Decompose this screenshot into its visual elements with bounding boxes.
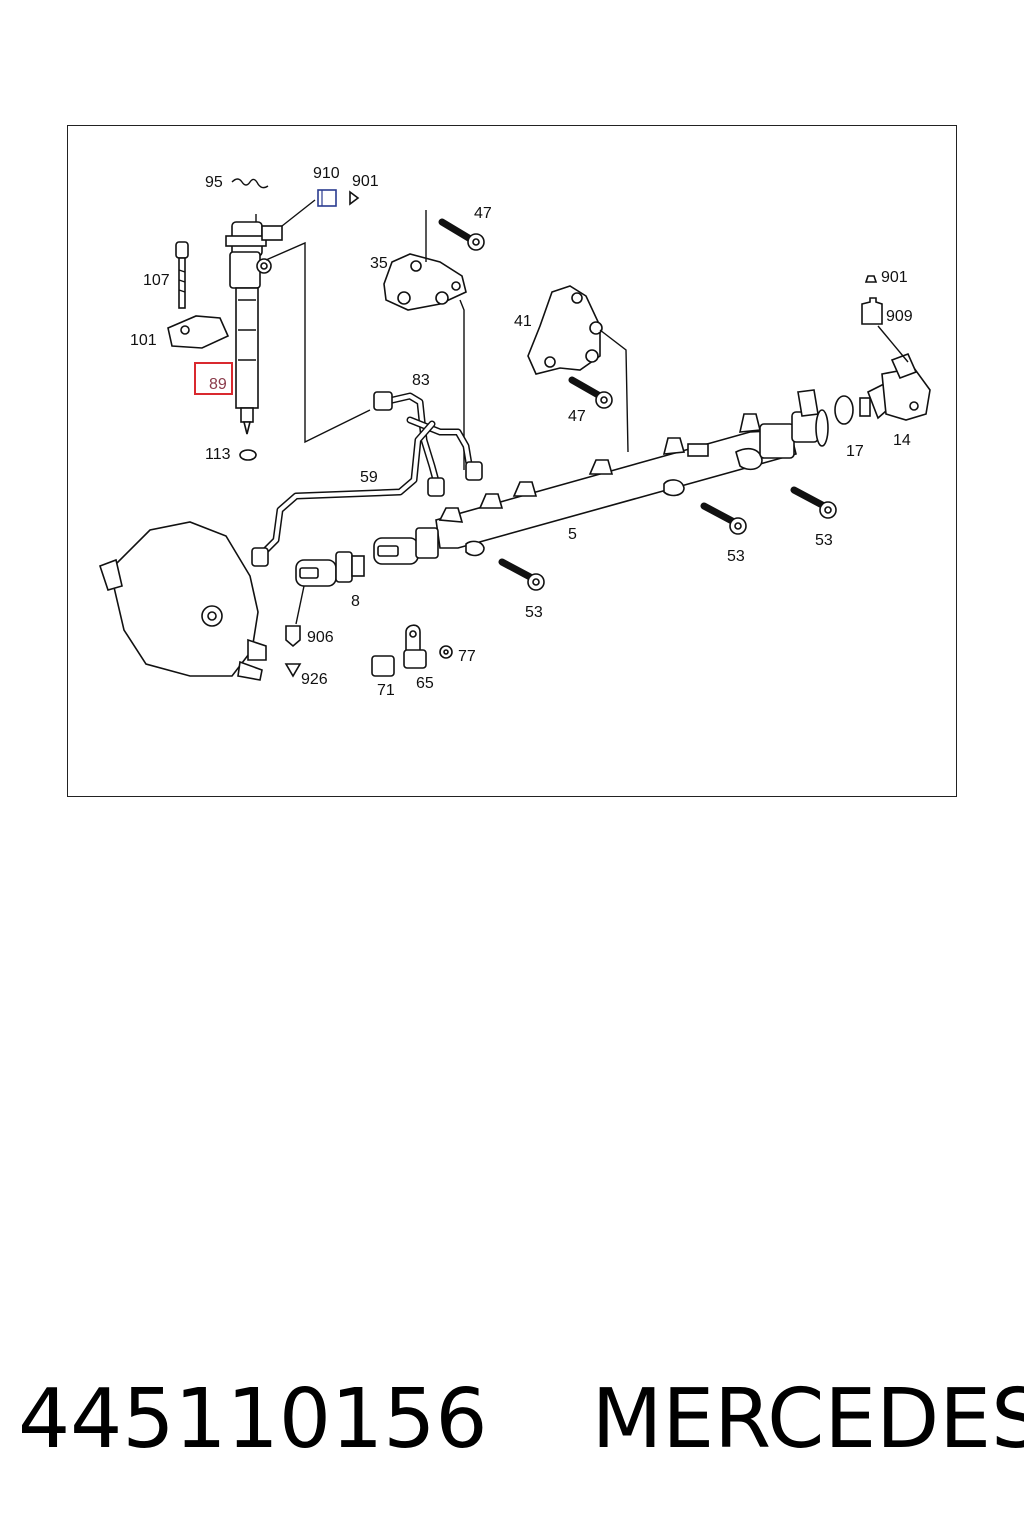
callout-47-lower[interactable]: 47: [568, 408, 586, 425]
callout-53-right[interactable]: 53: [815, 532, 833, 549]
callout-101[interactable]: 101: [130, 332, 157, 349]
callout-77[interactable]: 77: [458, 648, 476, 665]
diagram-frame: [67, 125, 957, 797]
bolt-53-a-part[interactable]: [498, 558, 545, 591]
callout-901-right[interactable]: 901: [881, 269, 908, 286]
callout-107[interactable]: 107: [143, 272, 170, 289]
callout-83[interactable]: 83: [412, 372, 430, 389]
footer-caption: 445110156 MERCEDES: [18, 1370, 1024, 1470]
bracket-41-part[interactable]: [527, 285, 603, 375]
part-number: 445110156: [18, 1372, 488, 1467]
callout-53-left[interactable]: 53: [525, 604, 543, 621]
bolt-47-upper-part[interactable]: [438, 218, 485, 251]
washer-113-part[interactable]: [239, 449, 257, 461]
pipe-59-part[interactable]: [251, 420, 436, 567]
callout-65[interactable]: 65: [416, 675, 434, 692]
sensor-8-part[interactable]: [295, 551, 365, 587]
seal-901-icon[interactable]: [349, 190, 360, 206]
callout-59[interactable]: 59: [360, 469, 378, 486]
highlight-box-89[interactable]: [194, 362, 233, 395]
oring-17-part[interactable]: [834, 395, 854, 425]
callout-14[interactable]: 14: [893, 432, 911, 449]
pressure-valve-14-part[interactable]: [859, 352, 931, 421]
cap-909-icon[interactable]: [861, 297, 883, 325]
callout-909[interactable]: 909: [886, 308, 913, 325]
callout-5[interactable]: 5: [568, 526, 577, 543]
bolt-47-lower-part[interactable]: [568, 376, 613, 409]
callout-17[interactable]: 17: [846, 443, 864, 460]
callout-901-top[interactable]: 901: [352, 173, 379, 190]
clip-65-part[interactable]: [403, 624, 427, 669]
high-pressure-pump-part[interactable]: [98, 521, 267, 681]
callout-910[interactable]: 910: [313, 165, 340, 182]
callout-53-middle[interactable]: 53: [727, 548, 745, 565]
callout-95[interactable]: 95: [205, 174, 223, 191]
callout-906[interactable]: 906: [307, 629, 334, 646]
nut-77-part[interactable]: [439, 645, 453, 659]
cap-910-icon[interactable]: [317, 189, 337, 207]
callout-8[interactable]: 8: [351, 593, 360, 610]
brand-name: MERCEDES: [591, 1372, 1024, 1467]
sleeve-71-part[interactable]: [371, 655, 395, 677]
callout-41[interactable]: 41: [514, 313, 532, 330]
seal-901-upper-icon[interactable]: [864, 275, 878, 283]
rail-sensor-part[interactable]: [373, 527, 439, 565]
callout-47-upper[interactable]: 47: [474, 205, 492, 222]
clip-95-icon[interactable]: [231, 178, 269, 189]
callout-89[interactable]: 89: [209, 376, 227, 393]
seal-926-icon[interactable]: [284, 663, 302, 678]
clamp-101-part[interactable]: [167, 315, 230, 349]
callout-35[interactable]: 35: [370, 255, 388, 272]
fuel-rail-part[interactable]: [435, 389, 829, 557]
bolt-53-c-part[interactable]: [790, 486, 837, 519]
callout-71[interactable]: 71: [377, 682, 395, 699]
pipe-83-part[interactable]: [373, 391, 483, 497]
injector-part[interactable]: [225, 214, 283, 435]
callout-113[interactable]: 113: [205, 446, 231, 463]
callout-926[interactable]: 926: [301, 671, 328, 688]
cap-906-icon[interactable]: [285, 625, 301, 648]
bolt-107-part[interactable]: [175, 241, 189, 309]
bracket-35-part[interactable]: [383, 253, 467, 311]
bolt-53-b-part[interactable]: [700, 502, 747, 535]
